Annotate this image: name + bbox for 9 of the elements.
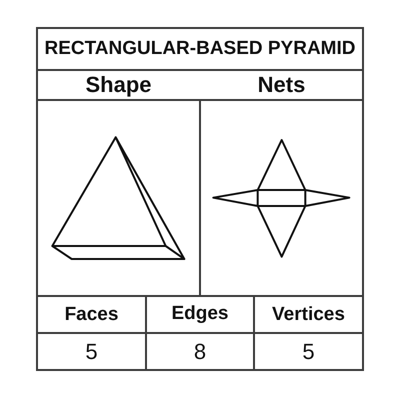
table-title: RECTANGULAR-BASED PYRAMID bbox=[44, 39, 356, 59]
column-header: Shape bbox=[85, 73, 152, 97]
column-header: Edges bbox=[171, 304, 229, 324]
column-header: Nets bbox=[258, 73, 306, 97]
column-header: Faces bbox=[64, 304, 118, 324]
count-value: 8 bbox=[194, 340, 206, 364]
column-header: Vertices bbox=[272, 304, 345, 324]
count-value: 5 bbox=[85, 340, 98, 364]
count-value: 5 bbox=[302, 340, 315, 364]
